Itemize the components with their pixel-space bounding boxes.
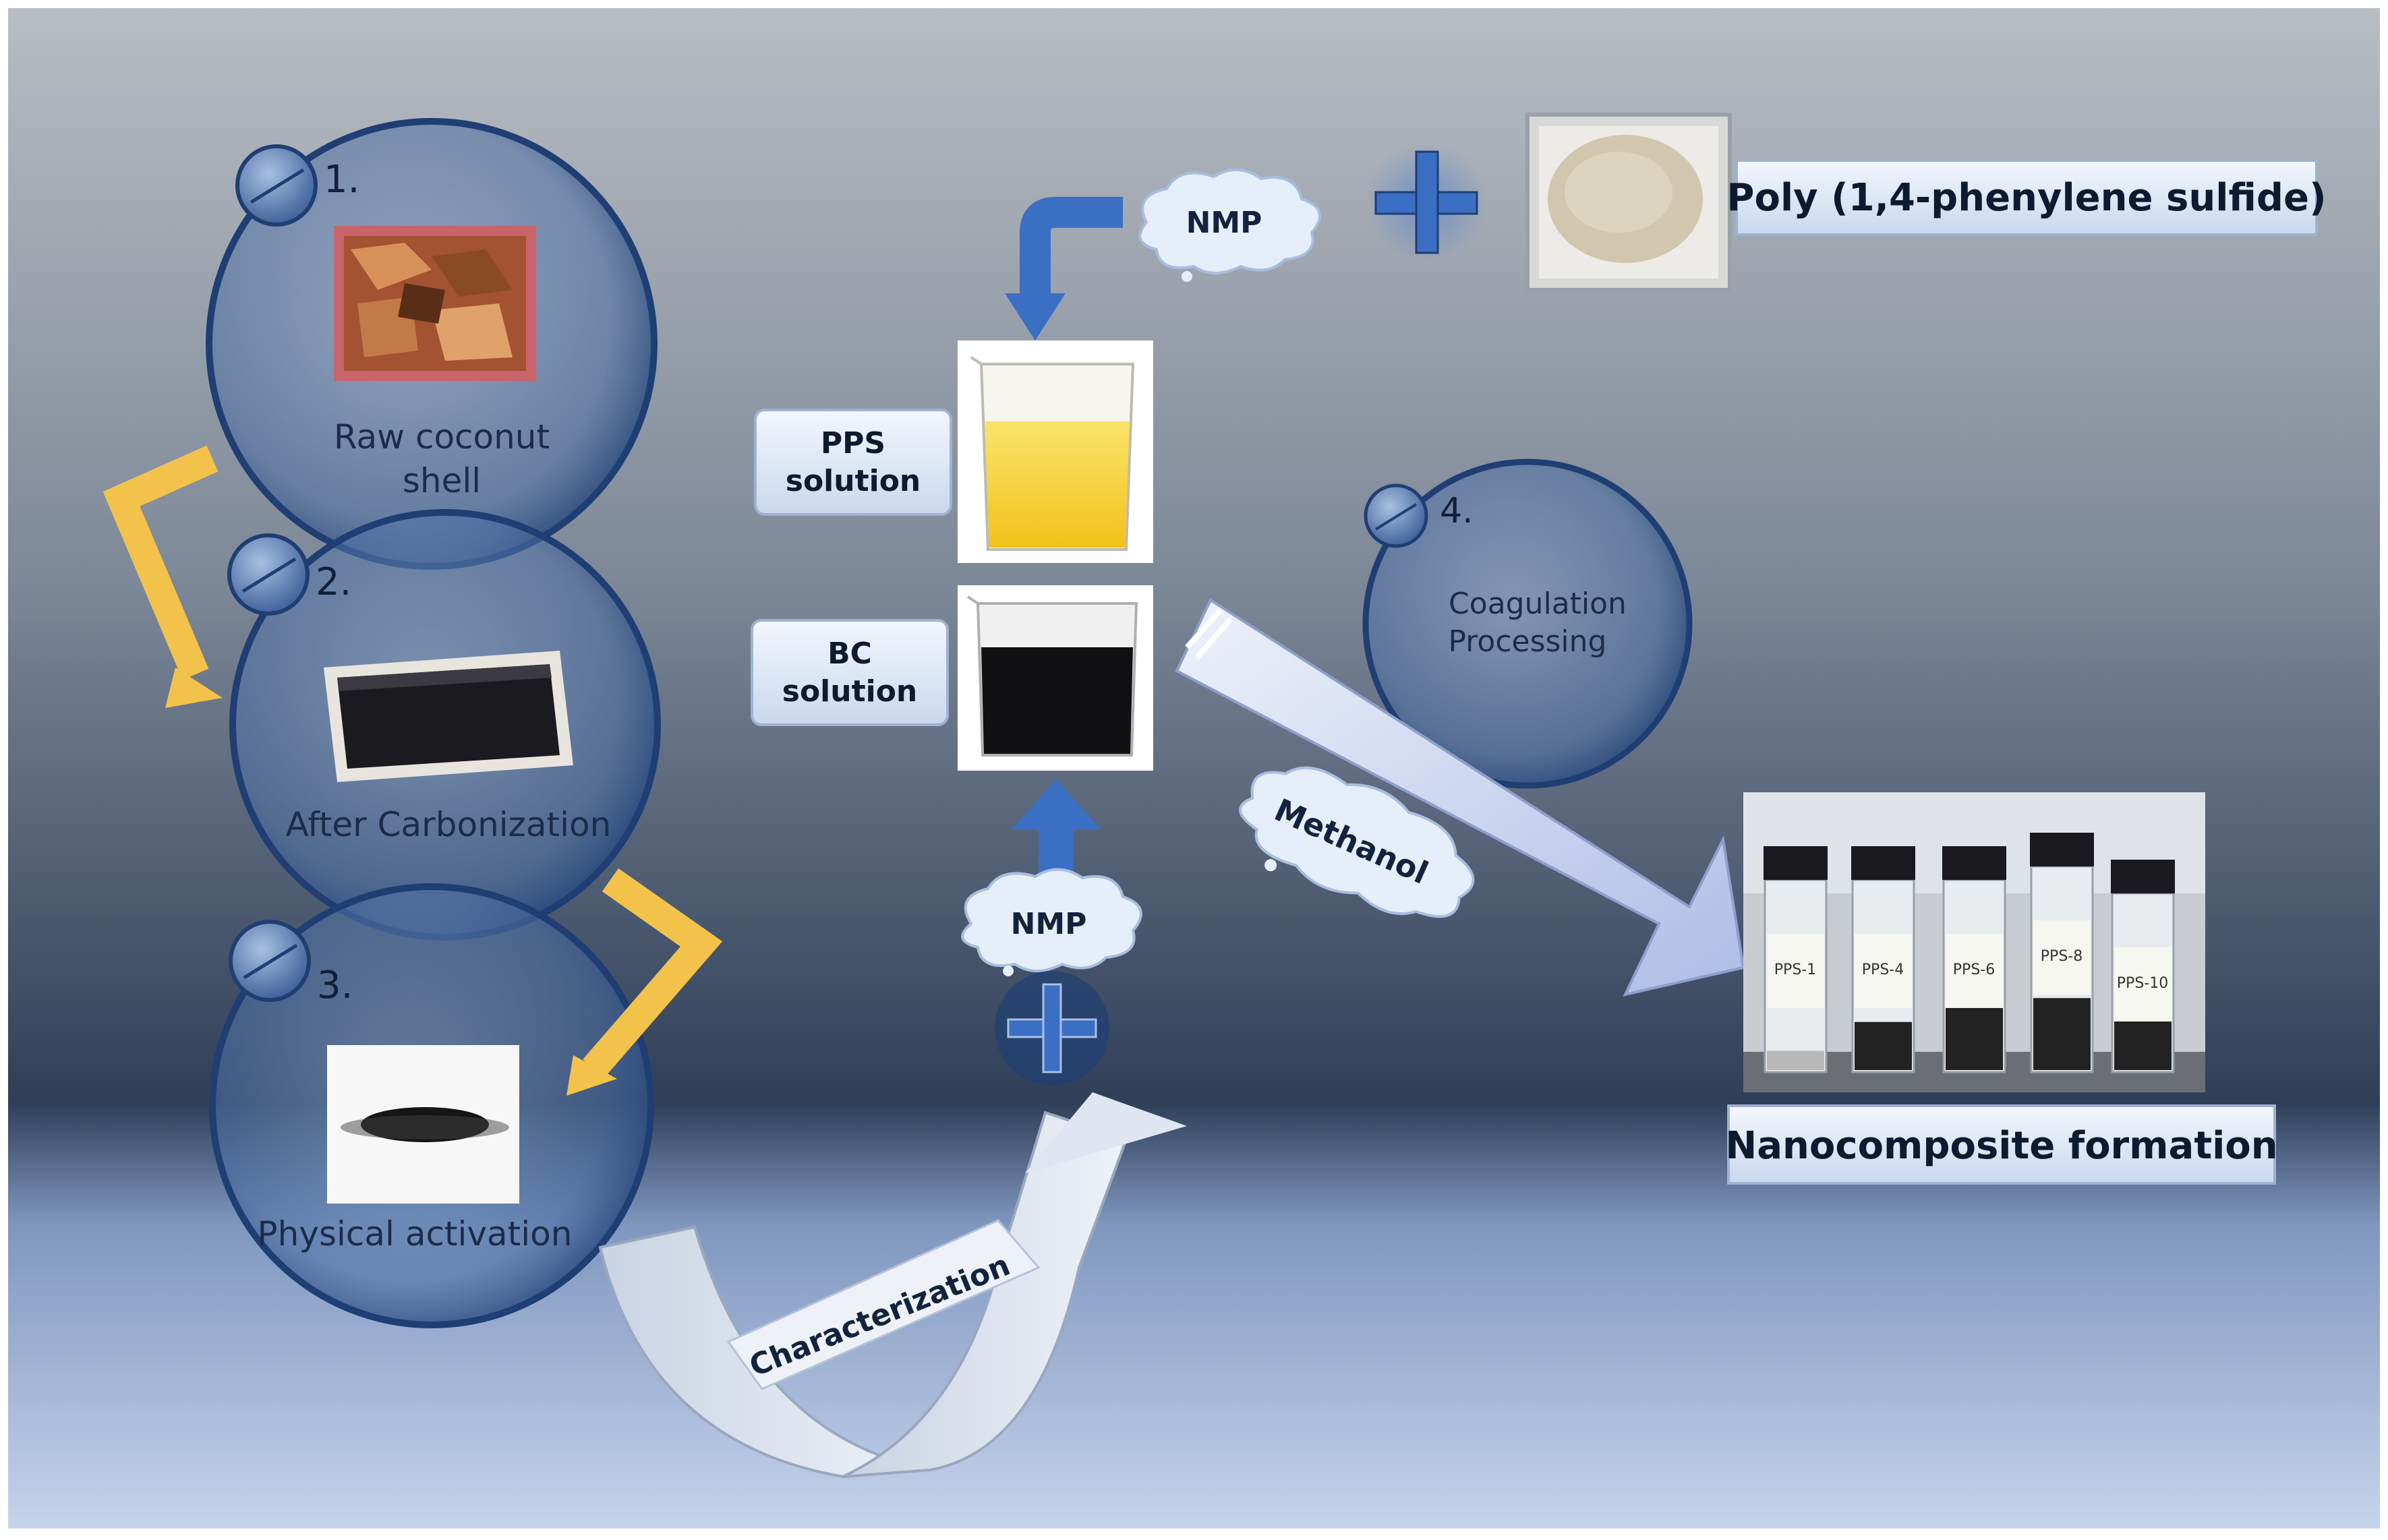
blue-arrowhead-top bbox=[1005, 293, 1066, 340]
vial-cap bbox=[1942, 846, 2006, 880]
step-2-label: After Carbonization bbox=[286, 805, 612, 844]
vial-label-sticker bbox=[1855, 934, 1912, 1008]
step-1-label-line1: Raw coconut bbox=[334, 417, 550, 456]
step-3-number: 3. bbox=[317, 964, 353, 1007]
vial: PPS-8 bbox=[2030, 833, 2094, 1073]
step-4-label-line2: Processing bbox=[1449, 624, 1607, 659]
carbonized-shell-photo bbox=[324, 651, 573, 782]
polymer-label-box: Poly (1,4-phenylene sulfide) bbox=[1726, 159, 2327, 236]
step-4-number: 4. bbox=[1440, 491, 1474, 531]
step-4-label-line1: Coagulation bbox=[1449, 587, 1627, 621]
nmp-bottom-label: NMP bbox=[1011, 907, 1087, 941]
vial-content bbox=[1855, 1021, 1912, 1070]
step-3-bubble: 3. Physical activation bbox=[209, 883, 654, 1328]
vial-label-sticker bbox=[1946, 934, 2003, 1008]
nmp-cloud-bottom: NMP bbox=[961, 868, 1142, 976]
nanocomposite-label-box: Nanocomposite formation bbox=[1725, 1104, 2278, 1185]
bc-solution-line1: BC bbox=[827, 636, 872, 671]
big-arrow-to-nanocomposite bbox=[1175, 598, 1745, 997]
coconut-shell-photo bbox=[334, 226, 536, 381]
nmp-top-label: NMP bbox=[1186, 206, 1262, 240]
vial-label-text: PPS-6 bbox=[1953, 961, 1995, 978]
blue-arrowhead-bottom bbox=[1012, 779, 1101, 829]
plus-icon-bottom bbox=[995, 971, 1109, 1086]
vial: PPS-1 bbox=[1764, 846, 1828, 1073]
vial-label-text: PPS-4 bbox=[1862, 961, 1904, 978]
pps-beaker-photo bbox=[958, 340, 1153, 563]
vial-label-text: PPS-10 bbox=[2117, 975, 2168, 992]
nanocomposite-label: Nanocomposite formation bbox=[1725, 1124, 2277, 1168]
vial: PPS-4 bbox=[1851, 846, 1915, 1073]
vial-content bbox=[2033, 998, 2091, 1070]
vial-content bbox=[1767, 1050, 1824, 1070]
bc-solution-box: BC solution bbox=[751, 619, 949, 726]
step-1-bubble: 1. Raw coconut shell bbox=[206, 118, 658, 570]
vial-cap bbox=[2030, 833, 2094, 866]
yellow-arrowhead-2 bbox=[566, 1055, 617, 1096]
vial-label-sticker bbox=[1767, 934, 1824, 1008]
blue-arrow-nmp-to-pps bbox=[1020, 197, 1123, 300]
vial: PPS-10 bbox=[2111, 860, 2175, 1073]
vial-cap bbox=[2111, 860, 2175, 893]
step-1-number: 1. bbox=[324, 158, 359, 202]
polymer-label: Poly (1,4-phenylene sulfide) bbox=[1726, 176, 2326, 220]
yellow-arrowhead-1 bbox=[165, 668, 223, 708]
pps-solution-line1: PPS bbox=[821, 426, 885, 461]
vial-label-sticker bbox=[2033, 920, 2091, 995]
nmp-cloud-top: NMP bbox=[1138, 168, 1321, 282]
yellow-arrow-1-to-2 bbox=[103, 445, 219, 680]
step-3-label: Physical activation bbox=[258, 1214, 573, 1253]
vial-cap bbox=[1764, 846, 1828, 880]
vial: PPS-6 bbox=[1942, 846, 2006, 1073]
step-2-number: 2. bbox=[316, 560, 351, 604]
pps-solution-line2: solution bbox=[786, 464, 921, 498]
step-4-bubble: 4. Coagulation Processing bbox=[1362, 458, 1693, 789]
bc-solution-line2: solution bbox=[782, 674, 918, 709]
vial-label-sticker bbox=[2114, 947, 2172, 1021]
vial-label-text: PPS-1 bbox=[1774, 961, 1816, 978]
plus-icon-top bbox=[1366, 142, 1487, 263]
vial-label-text: PPS-8 bbox=[2041, 948, 2083, 965]
step-2-bubble: 2. After Carbonization bbox=[227, 509, 661, 941]
yellow-arrow-2-to-3 bbox=[583, 868, 723, 1078]
bc-beaker-photo bbox=[958, 585, 1153, 771]
vial-cap bbox=[1851, 846, 1915, 880]
pps-powder-photo bbox=[1525, 113, 1732, 292]
step-1-label-line2: shell bbox=[403, 461, 481, 500]
pps-solution-box: PPS solution bbox=[754, 409, 952, 516]
activated-carbon-photo bbox=[327, 1045, 519, 1204]
